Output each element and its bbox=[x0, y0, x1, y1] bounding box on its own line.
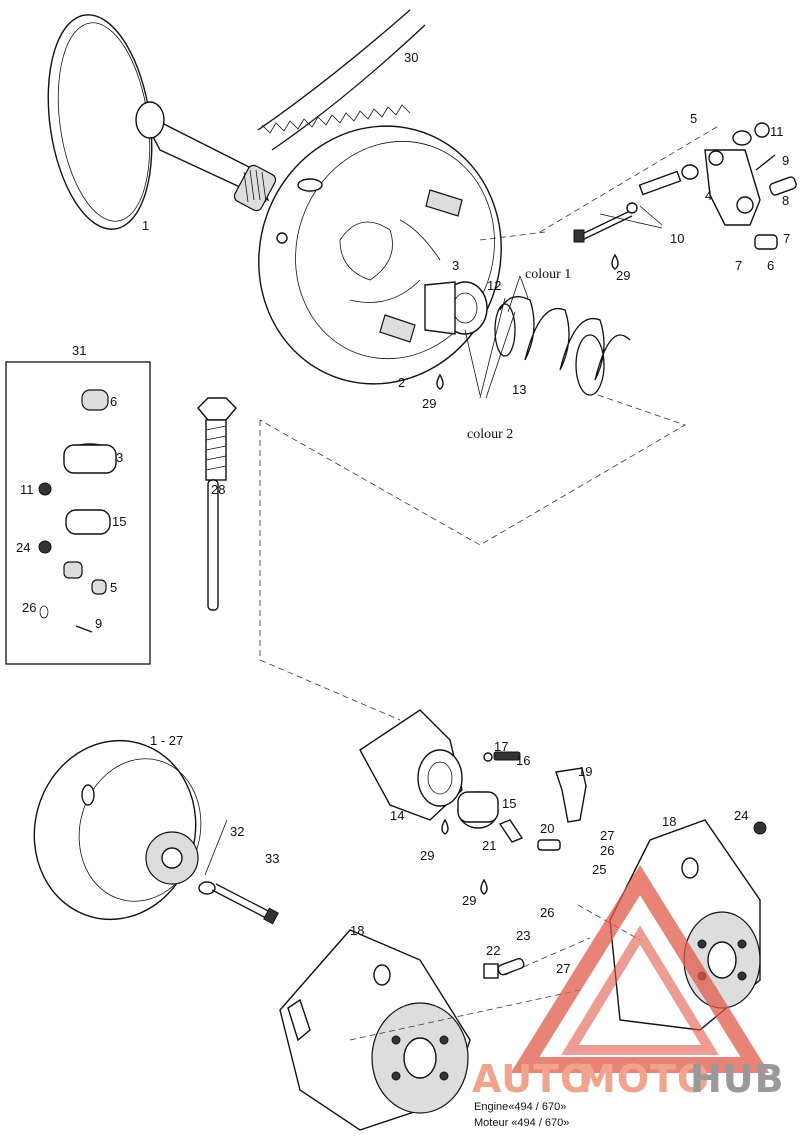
label-12: 12 bbox=[487, 278, 501, 293]
bolt-22 bbox=[483, 957, 525, 979]
label-9: 9 bbox=[782, 153, 789, 168]
label-3: 3 bbox=[452, 258, 459, 273]
label-29b: 29 bbox=[422, 396, 436, 411]
watermark-logo: AUTO MOTO HUB bbox=[472, 864, 785, 1101]
roller-arm-assembly bbox=[573, 122, 797, 250]
label-14: 14 bbox=[390, 808, 404, 823]
kit-label-9: 9 bbox=[95, 616, 102, 631]
label-31: 31 bbox=[72, 343, 86, 358]
kit-31-labels: 6 3 11 15 24 5 26 9 bbox=[16, 394, 126, 631]
label-32: 32 bbox=[230, 824, 244, 839]
colour-1-label: colour 1 bbox=[525, 267, 571, 282]
colour-callouts: colour 1 colour 2 bbox=[467, 267, 571, 442]
label-29d: 29 bbox=[462, 893, 476, 908]
label-6: 6 bbox=[767, 258, 774, 273]
kit-label-5: 5 bbox=[110, 580, 117, 595]
label-13: 13 bbox=[512, 382, 526, 397]
label-28: 28 bbox=[211, 482, 225, 497]
watermark-hub: HUB bbox=[690, 1057, 785, 1101]
caption-engine-en: Engine«494 / 670» bbox=[474, 1101, 566, 1113]
governor-cup-18-lower bbox=[279, 929, 471, 1131]
label-21: 21 bbox=[482, 838, 496, 853]
sliding-half-pulley bbox=[258, 125, 502, 385]
label-27b: 27 bbox=[556, 961, 570, 976]
engine-caption: Engine«494 / 670» Moteur «494 / 670» bbox=[474, 1101, 569, 1129]
lever-19 bbox=[555, 767, 587, 823]
label-16: 16 bbox=[516, 753, 530, 768]
label-22: 22 bbox=[486, 943, 500, 958]
spring-13 bbox=[494, 296, 631, 396]
governor-cup-18 bbox=[609, 819, 767, 1031]
label-25: 25 bbox=[592, 862, 606, 877]
kit-label-26: 26 bbox=[22, 600, 36, 615]
spider-14 bbox=[359, 709, 463, 821]
watermark-moto: MOTO bbox=[578, 1057, 710, 1101]
label-1: 1 bbox=[142, 218, 149, 233]
label-18b: 18 bbox=[350, 923, 364, 938]
drive-belt bbox=[257, 9, 426, 151]
label-24: 24 bbox=[734, 808, 748, 823]
kit-label-24: 24 bbox=[16, 540, 30, 555]
kit-label-15: 15 bbox=[112, 514, 126, 529]
label-29c: 29 bbox=[420, 848, 434, 863]
bushing-12 bbox=[424, 281, 488, 335]
label-23: 23 bbox=[516, 928, 530, 943]
label-30: 30 bbox=[404, 50, 418, 65]
label-29a: 29 bbox=[616, 268, 630, 283]
label-8: 8 bbox=[782, 193, 789, 208]
label-5: 5 bbox=[690, 111, 697, 126]
kit-31-box bbox=[5, 361, 151, 665]
caption-engine-fr: Moteur «494 / 670» bbox=[474, 1117, 569, 1129]
label-19: 19 bbox=[578, 764, 592, 779]
label-10: 10 bbox=[670, 231, 684, 246]
fixed-half-pulley bbox=[47, 14, 277, 230]
pin-20-21 bbox=[498, 819, 561, 851]
leader-lines bbox=[204, 124, 721, 1041]
label-33: 33 bbox=[265, 851, 279, 866]
kit-label-3: 3 bbox=[116, 450, 123, 465]
label-4: 4 bbox=[705, 188, 712, 203]
label-7b: 7 bbox=[783, 231, 790, 246]
kit-label-6: 6 bbox=[110, 394, 117, 409]
part-labels: 1 2 3 4 5 6 7 7 8 9 10 11 12 13 14 15 16… bbox=[72, 50, 790, 976]
label-27a: 27 bbox=[600, 828, 614, 843]
colour-2-label: colour 2 bbox=[467, 427, 513, 442]
label-2: 2 bbox=[398, 375, 405, 390]
label-1-27: 1 - 27 bbox=[150, 733, 183, 748]
bolt-28 bbox=[197, 397, 237, 611]
label-20: 20 bbox=[540, 821, 554, 836]
bushing-15 bbox=[457, 791, 499, 829]
label-26a: 26 bbox=[600, 843, 614, 858]
drive-pulley-assembly bbox=[33, 739, 279, 925]
watermark-auto: AUTO bbox=[472, 1057, 593, 1101]
label-26b: 26 bbox=[540, 905, 554, 920]
label-18a: 18 bbox=[662, 814, 676, 829]
screw-16 bbox=[483, 751, 521, 762]
label-7a: 7 bbox=[735, 258, 742, 273]
label-11: 11 bbox=[770, 124, 784, 139]
label-15: 15 bbox=[502, 796, 516, 811]
kit-label-11: 11 bbox=[20, 482, 34, 497]
label-17: 17 bbox=[494, 739, 508, 754]
grease-drops bbox=[436, 253, 619, 895]
